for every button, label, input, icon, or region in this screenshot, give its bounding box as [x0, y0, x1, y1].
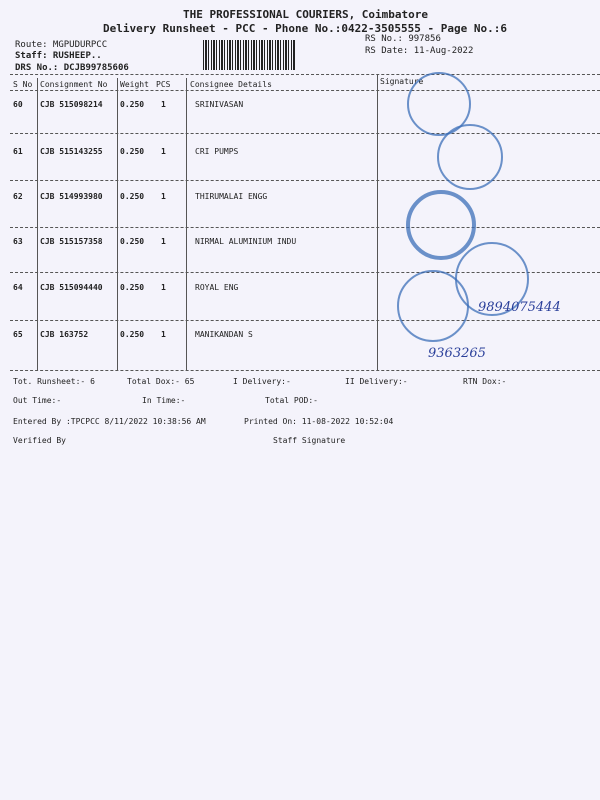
cell-sno: 61 [13, 147, 23, 156]
cell-consignee: ROYAL ENG [195, 283, 239, 292]
cell-consignee: SRINIVASAN [195, 100, 244, 109]
cell-weight: 0.250 [120, 283, 145, 292]
handwritten-phone: 9894075444 [478, 300, 561, 315]
runsheet-subtitle: Delivery Runsheet - PCC - Phone No.:0422… [103, 22, 507, 35]
col-consignment: Consignment No [40, 80, 108, 89]
cell-weight: 0.250 [120, 100, 145, 109]
col-weight: Weight [120, 80, 149, 89]
ii-delivery: II Delivery:- [345, 377, 408, 386]
printed-on: Printed On: 11-08-2022 10:52:04 [244, 417, 394, 426]
row-divider [10, 180, 600, 181]
verified-by: Verified By [13, 436, 66, 445]
rtn-dox: RTN Dox:- [463, 377, 507, 386]
cell-weight: 0.250 [120, 192, 145, 201]
cell-cons: CJB 163752 [40, 330, 89, 339]
i-delivery: I Delivery:- [233, 377, 291, 386]
cell-consignee: THIRUMALAI ENGG [195, 192, 268, 201]
cell-sno: 63 [13, 237, 23, 246]
row-divider [10, 320, 600, 321]
cell-cons: CJB 515094440 [40, 283, 103, 292]
total-dox: Total Dox:- 65 [127, 377, 195, 386]
handwritten-phone: 9363265 [428, 346, 486, 361]
cell-sno: 62 [13, 192, 23, 201]
cell-cons: CJB 515157358 [40, 237, 103, 246]
drs-number: DRS No.: DCJB99785606 [15, 63, 129, 73]
cell-cons: CJB 515098214 [40, 100, 103, 109]
col-signature: Signature [380, 77, 424, 86]
col-sno: S No [13, 80, 33, 89]
cell-weight: 0.250 [120, 237, 145, 246]
staff: Staff: RUSHEEP.. [15, 51, 102, 61]
cell-pcs: 1 [161, 147, 166, 156]
cell-consignee: NIRMAL ALUMINIUM INDU [195, 237, 297, 246]
stamp-seal [407, 72, 471, 136]
barcode [203, 40, 296, 70]
cell-pcs: 1 [161, 192, 166, 201]
cell-sno: 64 [13, 283, 23, 292]
in-time: In Time:- [142, 396, 186, 405]
col-consignee: Consignee Details [190, 80, 272, 89]
cell-consignee: MANIKANDAN S [195, 330, 253, 339]
row-divider [10, 272, 600, 273]
stamp-seal [406, 190, 476, 260]
route: Route: MGPUDURPCC [15, 40, 108, 50]
out-time: Out Time:- [13, 396, 62, 405]
stamp-seal [437, 124, 503, 190]
cell-cons: CJB 514993980 [40, 192, 103, 201]
company-title: THE PROFESSIONAL COURIERS, Coimbatore [183, 8, 429, 21]
total-pod: Total POD:- [265, 396, 318, 405]
stamp-seal [397, 270, 469, 342]
cell-cons: CJB 515143255 [40, 147, 103, 156]
entered-by: Entered By :TPCPCC 8/11/2022 10:38:56 AM [13, 417, 206, 426]
rs-date: RS Date: 11-Aug-2022 [365, 46, 474, 56]
staff-signature: Staff Signature [273, 436, 346, 445]
col-pcs: PCS [156, 80, 171, 89]
cell-pcs: 1 [161, 237, 166, 246]
cell-sno: 65 [13, 330, 23, 339]
cell-consignee: CRI PUMPS [195, 147, 239, 156]
cell-sno: 60 [13, 100, 23, 109]
cell-pcs: 1 [161, 100, 166, 109]
row-divider [10, 227, 600, 228]
row-divider [10, 133, 600, 134]
rs-number: RS No.: 997856 [365, 34, 441, 44]
tot-runsheet: Tot. Runsheet:- 6 [13, 377, 95, 386]
cell-weight: 0.250 [120, 147, 145, 156]
cell-weight: 0.250 [120, 330, 145, 339]
cell-pcs: 1 [161, 283, 166, 292]
cell-pcs: 1 [161, 330, 166, 339]
